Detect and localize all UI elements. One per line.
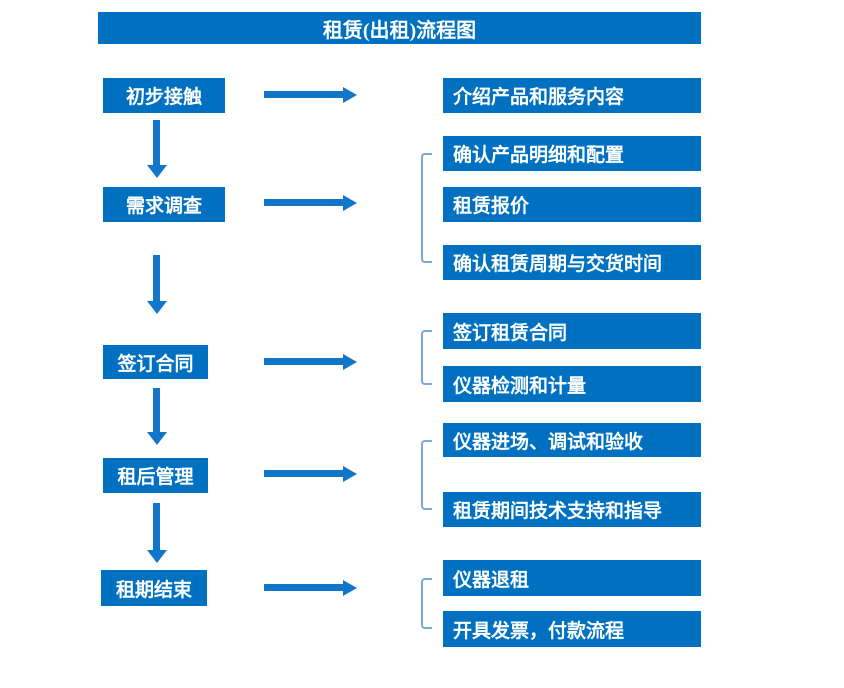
arrow-shaft	[153, 388, 160, 432]
step-box-initial-contact: 初步接触	[103, 78, 225, 113]
arrow-head	[147, 301, 167, 314]
group-bracket	[421, 578, 432, 629]
arrow-head	[147, 165, 167, 178]
detail-box: 仪器检测和计量	[443, 366, 701, 402]
arrow-head	[147, 432, 167, 445]
right-arrow-icon	[264, 580, 357, 596]
arrow-shaft	[153, 120, 160, 165]
arrow-shaft	[264, 358, 343, 365]
detail-box: 仪器退租	[443, 560, 701, 596]
detail-box: 确认产品明细和配置	[443, 136, 701, 171]
right-arrow-icon	[264, 354, 357, 370]
step-box-post-rental-management: 租后管理	[103, 458, 208, 493]
arrow-shaft	[264, 584, 343, 591]
group-bracket	[421, 153, 432, 263]
down-arrow-icon	[147, 255, 167, 314]
arrow-head	[343, 580, 357, 596]
detail-box: 签订租赁合同	[443, 313, 701, 349]
group-bracket	[421, 330, 432, 385]
detail-box: 租赁期间技术支持和指导	[443, 492, 701, 527]
step-box-sign-contract: 签订合同	[103, 345, 208, 379]
step-box-demand-survey: 需求调查	[103, 187, 225, 222]
arrow-shaft	[264, 470, 343, 477]
arrow-head	[343, 466, 357, 482]
arrow-shaft	[153, 255, 160, 301]
arrow-head	[343, 354, 357, 370]
arrow-head	[147, 550, 167, 563]
detail-box: 仪器进场、调试和验收	[443, 423, 701, 457]
detail-box: 介绍产品和服务内容	[443, 78, 701, 113]
right-arrow-icon	[264, 87, 357, 103]
right-arrow-icon	[264, 466, 357, 482]
down-arrow-icon	[147, 503, 167, 563]
detail-box: 租赁报价	[443, 187, 701, 222]
chart-title: 租赁(出租)流程图	[98, 12, 701, 44]
detail-box: 开具发票，付款流程	[443, 611, 701, 647]
arrow-shaft	[264, 91, 343, 98]
down-arrow-icon	[147, 120, 167, 178]
step-box-rental-end: 租期结束	[101, 570, 207, 606]
arrow-head	[343, 87, 357, 103]
group-bracket	[421, 440, 432, 510]
detail-box: 确认租赁周期与交货时间	[443, 245, 701, 280]
right-arrow-icon	[264, 195, 357, 211]
arrow-shaft	[153, 503, 160, 550]
arrow-head	[343, 195, 357, 211]
down-arrow-icon	[147, 388, 167, 445]
arrow-shaft	[264, 199, 343, 206]
